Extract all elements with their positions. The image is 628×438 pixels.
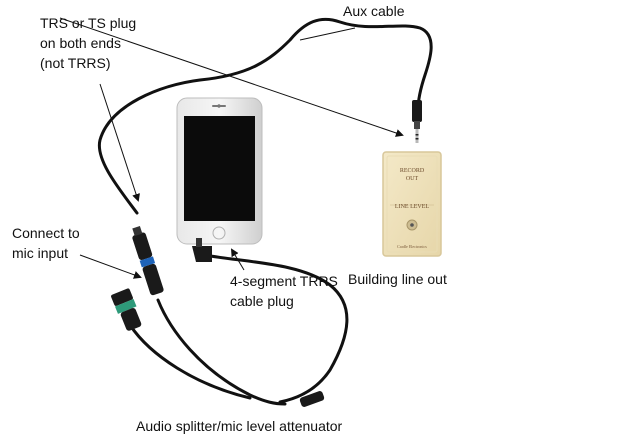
trrs-cable bbox=[203, 253, 349, 404]
trs-plug-label-line3: (not TRRS) bbox=[40, 55, 111, 71]
trs-plug-label-line1: TRS or TS plug bbox=[40, 15, 137, 31]
plate-line-level-label: LINE LEVEL bbox=[395, 204, 429, 210]
trs-plug-label-line2: on both ends bbox=[40, 35, 121, 51]
trrs-label-line1: 4-segment TRRS bbox=[230, 273, 338, 289]
connect-label-line2: mic input bbox=[12, 245, 69, 261]
building-line-out-label: Building line out bbox=[348, 271, 447, 287]
aux-cable bbox=[97, 17, 433, 215]
arrow-trs-to-plug bbox=[99, 83, 140, 202]
blue-plug bbox=[132, 225, 164, 296]
trrs-label-line2: cable plug bbox=[230, 293, 294, 309]
arrow-aux bbox=[299, 27, 356, 41]
splitter-cable-a bbox=[156, 298, 287, 406]
aux-cable-label: Aux cable bbox=[343, 3, 405, 19]
splitter-cable-b bbox=[128, 323, 252, 400]
aux-plug bbox=[412, 100, 422, 143]
arrow-connect bbox=[79, 254, 142, 279]
green-jack bbox=[111, 288, 142, 331]
trrs-plug bbox=[192, 238, 212, 262]
arrow-trs-to-plate bbox=[59, 17, 404, 137]
plate-footer-label: Cradle Electronics bbox=[397, 244, 427, 249]
splitter-label: Audio splitter/mic level attenuator bbox=[136, 418, 343, 434]
phone bbox=[176, 97, 263, 245]
plate-record-label: RECORD bbox=[400, 168, 425, 174]
plate-out-label: OUT bbox=[406, 176, 419, 182]
wall-plate: RECORD OUT LINE LEVEL Cradle Electronics bbox=[382, 151, 442, 257]
arrow-trrs bbox=[230, 248, 245, 271]
connect-label-line1: Connect to bbox=[12, 225, 80, 241]
splitter-junction bbox=[299, 391, 325, 407]
